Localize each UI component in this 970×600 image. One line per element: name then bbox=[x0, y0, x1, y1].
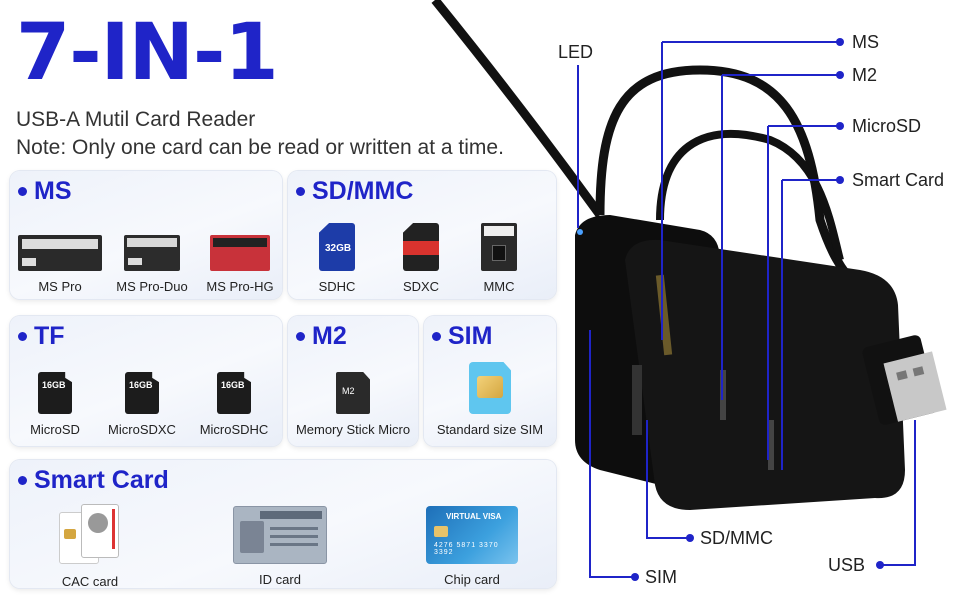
smart-card-card: Smart Card CAC card ID card VIRTUAL VISA… bbox=[10, 460, 556, 588]
callout-ms: MS bbox=[852, 32, 879, 52]
led-indicator bbox=[577, 229, 583, 235]
callout-microsd: MicroSD bbox=[852, 116, 922, 136]
sd-mmc-card-title: SD/MMC bbox=[296, 177, 413, 206]
usb-plug bbox=[883, 351, 947, 422]
sd-mmc-card: SD/MMC 32GB SDHC SDXC MMC bbox=[288, 171, 556, 299]
id-card-item: ID card bbox=[220, 506, 340, 587]
sdhc-item: 32GB SDHC bbox=[306, 223, 368, 294]
ms-pro-duo-item: MS Pro-Duo bbox=[114, 235, 190, 294]
sim-card: SIM Standard size SIM bbox=[424, 316, 556, 446]
cac-card-image bbox=[59, 504, 121, 566]
id-card-image bbox=[233, 506, 327, 564]
cable-loop bbox=[595, 65, 864, 294]
memory-stick-pro-hg-image bbox=[210, 235, 270, 271]
bullet-icon bbox=[432, 332, 441, 341]
callout-sim: SIM bbox=[645, 567, 678, 587]
sdxc-item: SDXC bbox=[390, 223, 452, 294]
tf-card-title: TF bbox=[18, 322, 65, 351]
m2-card-image: M2 bbox=[336, 372, 370, 414]
microsdhc-item: 16GB MicroSDHC bbox=[194, 372, 274, 437]
product-subtitle: USB-A Mutil Card Reader bbox=[16, 108, 256, 131]
sdxc-card-image bbox=[403, 223, 439, 271]
sim-card-image bbox=[469, 362, 511, 414]
ms-card-title: MS bbox=[18, 177, 72, 206]
callout-led: LED bbox=[558, 42, 594, 62]
tf-card: TF 16GB MicroSD 16GB MicroSDXC 16GB Micr… bbox=[10, 316, 282, 446]
m2-item: M2 Memory Stick Micro bbox=[288, 372, 418, 437]
bullet-icon bbox=[18, 187, 27, 196]
bullet-icon bbox=[296, 187, 305, 196]
bullet-icon bbox=[18, 332, 27, 341]
callout-usb: USB bbox=[828, 555, 866, 575]
m2-card: M2 M2 Memory Stick Micro bbox=[288, 316, 418, 446]
bullet-icon bbox=[18, 476, 27, 485]
ms-card: MS MS Pro MS Pro-Duo MS Pro-HG bbox=[10, 171, 282, 299]
memory-stick-pro-duo-image bbox=[124, 235, 180, 271]
microsdhc-card-image: 16GB bbox=[217, 372, 251, 414]
microsd-item: 16GB MicroSD bbox=[20, 372, 90, 437]
mmc-card-image bbox=[481, 223, 517, 271]
callout-sd-mmc: SD/MMC bbox=[700, 528, 773, 548]
sdhc-card-image: 32GB bbox=[319, 223, 355, 271]
callout-smart-card: Smart Card bbox=[852, 170, 945, 190]
ms-pro-hg-item: MS Pro-HG bbox=[206, 235, 274, 294]
bullet-icon bbox=[296, 332, 305, 341]
sim-item: Standard size SIM bbox=[424, 362, 556, 437]
mmc-item: MMC bbox=[468, 223, 530, 294]
callout-m2: M2 bbox=[852, 65, 878, 85]
cac-card-item: CAC card bbox=[40, 504, 140, 588]
usage-note: Note: Only one card can be read or writt… bbox=[16, 136, 504, 159]
microsdxc-item: 16GB MicroSDXC bbox=[102, 372, 182, 437]
m2-card-title: M2 bbox=[296, 322, 347, 351]
page-title: 7-IN-1 bbox=[16, 8, 279, 98]
smart-card-title: Smart Card bbox=[18, 466, 169, 495]
reader-body-front bbox=[625, 239, 905, 511]
memory-stick-pro-image bbox=[18, 235, 102, 271]
sim-card-title: SIM bbox=[432, 322, 492, 351]
microsdxc-card-image: 16GB bbox=[125, 372, 159, 414]
usb-cable bbox=[431, 0, 604, 218]
ms-pro-item: MS Pro bbox=[18, 235, 102, 294]
cable-inner bbox=[656, 129, 844, 261]
microsd-card-image: 16GB bbox=[38, 372, 72, 414]
